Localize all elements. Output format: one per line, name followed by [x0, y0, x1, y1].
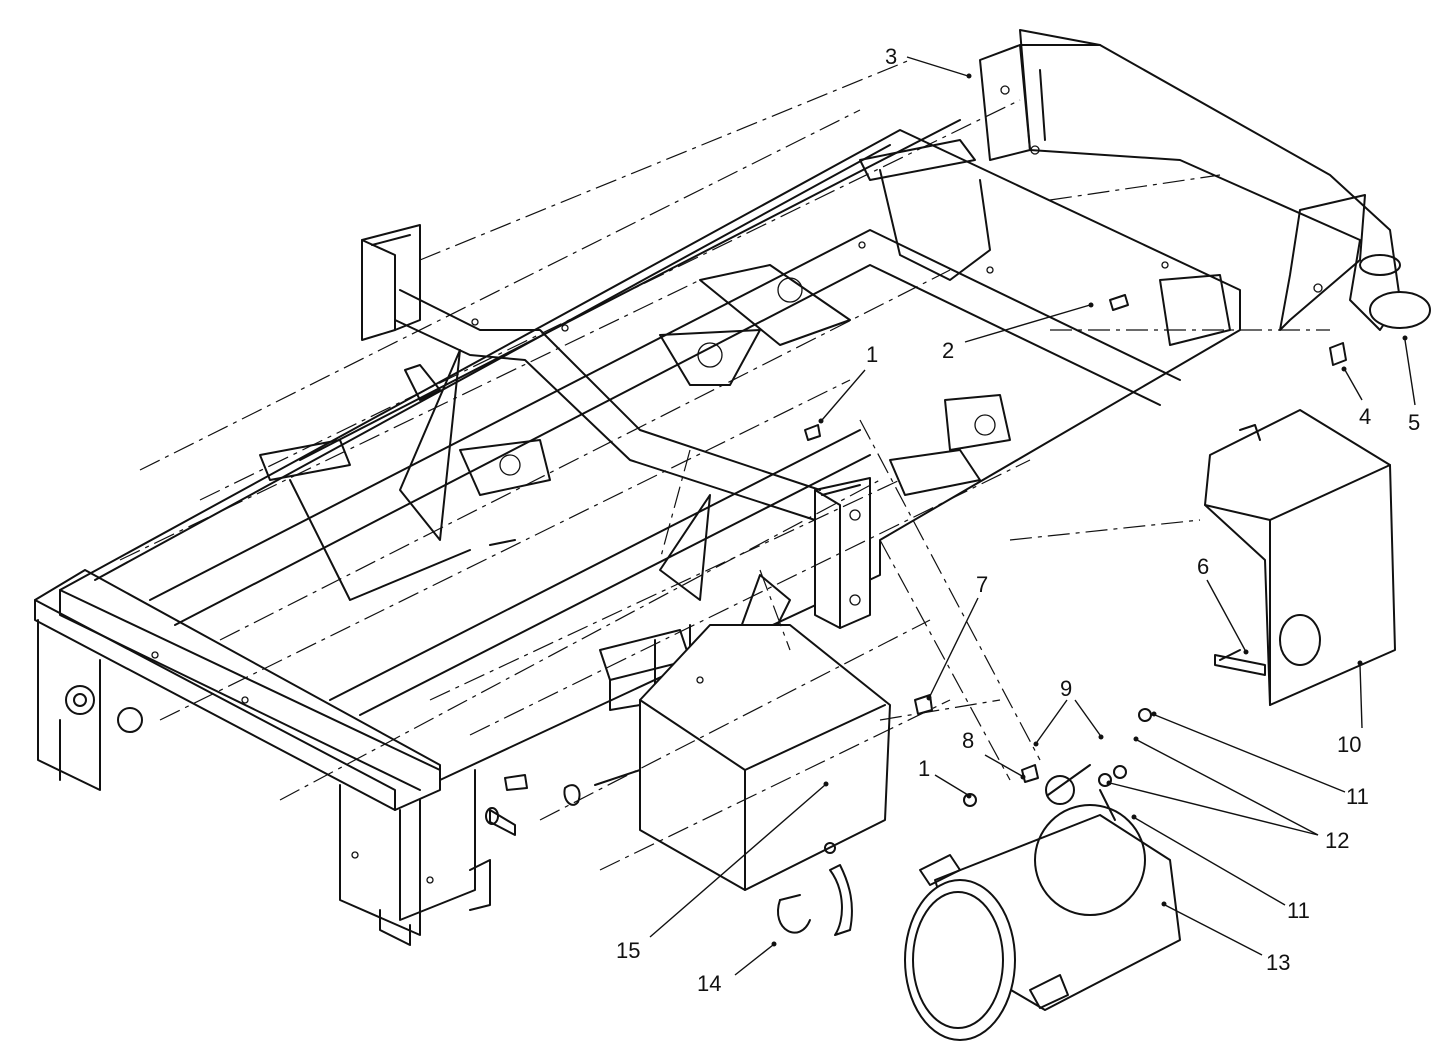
callout-7: 7	[976, 572, 988, 597]
callout-12: 12	[1325, 828, 1349, 853]
callout-1-upper: 1	[866, 342, 878, 367]
callout-2: 2	[942, 338, 954, 363]
tank-part	[1204, 409, 1396, 706]
callout-5: 5	[1408, 410, 1420, 435]
assembly-lines	[119, 59, 1330, 871]
frame-assembly	[34, 119, 1241, 946]
callout-9: 9	[1060, 676, 1072, 701]
callout-14: 14	[697, 971, 721, 996]
callout-15: 15	[616, 938, 640, 963]
callout-13: 13	[1266, 950, 1290, 975]
callout-4: 4	[1359, 404, 1371, 429]
muffler-part	[904, 804, 1181, 1041]
heat-shield-part	[639, 624, 891, 891]
callout-labels: 3 2 1 4 5 6 7 9 8 1 10 11 12 11 13 15 14	[616, 44, 1420, 996]
callout-10: 10	[1337, 732, 1361, 757]
hardware-items	[777, 294, 1347, 936]
rear-bumper-part	[979, 29, 1401, 331]
callout-11-upper: 11	[1346, 784, 1369, 809]
callout-8: 8	[962, 728, 974, 753]
callout-11-lower: 11	[1287, 898, 1310, 923]
leader-lines	[649, 56, 1416, 976]
callout-3: 3	[885, 44, 897, 69]
callout-6: 6	[1197, 554, 1209, 579]
callout-1-lower: 1	[918, 756, 930, 781]
cap-part	[1369, 291, 1431, 329]
